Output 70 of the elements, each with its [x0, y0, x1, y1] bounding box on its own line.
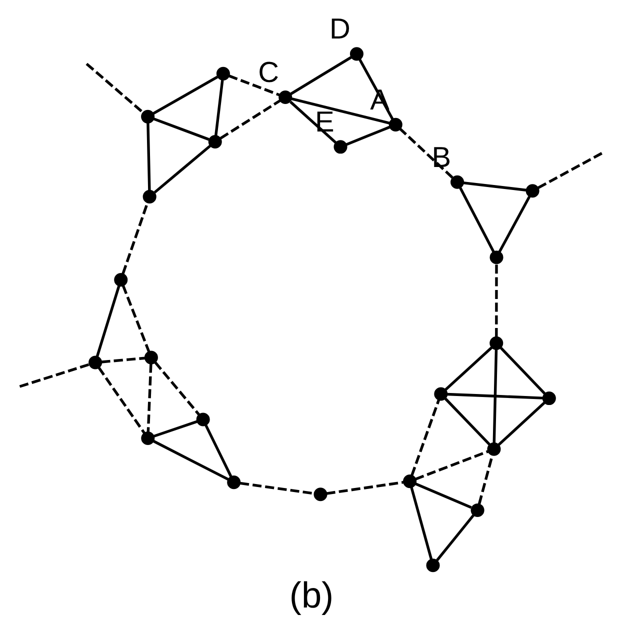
connector	[289, 100, 336, 144]
node-label: C	[258, 56, 279, 89]
connector	[152, 76, 218, 115]
node-circle	[196, 412, 210, 426]
connector	[121, 202, 148, 274]
connector	[121, 284, 150, 352]
node-circle	[142, 190, 156, 204]
node-circle	[226, 476, 240, 490]
node-circle	[525, 184, 539, 198]
connector	[290, 56, 352, 96]
node-circle	[208, 134, 222, 148]
connector	[97, 366, 145, 434]
node-circle	[144, 350, 158, 364]
connector	[444, 346, 492, 391]
connector	[462, 181, 526, 192]
connector	[146, 364, 152, 432]
node-circle	[278, 90, 292, 104]
connector	[152, 440, 228, 481]
connector	[496, 402, 545, 446]
connector	[326, 480, 404, 495]
connector	[499, 347, 546, 395]
node-circle	[140, 431, 154, 445]
node-circle	[486, 442, 500, 456]
node-circle	[489, 250, 503, 264]
node-circle	[140, 110, 154, 124]
connector	[239, 482, 314, 495]
node-circle	[434, 387, 448, 401]
connector	[154, 362, 200, 416]
connector	[414, 450, 488, 480]
connector	[152, 118, 209, 141]
connector	[85, 62, 144, 114]
node-circle	[489, 336, 503, 350]
connector	[153, 144, 211, 194]
connector	[204, 424, 232, 477]
node-circle	[426, 558, 440, 572]
node-circle	[349, 47, 363, 61]
connector	[398, 128, 453, 179]
node-circle	[88, 356, 102, 370]
connector	[152, 420, 198, 438]
connector	[537, 151, 604, 189]
node-circle	[542, 392, 556, 406]
connector	[345, 126, 390, 146]
node-circle	[313, 488, 327, 502]
connector	[100, 356, 144, 364]
connector	[95, 285, 120, 357]
connector	[446, 392, 542, 400]
caption: (b)	[288, 574, 334, 616]
connector	[410, 399, 440, 476]
connector	[458, 187, 494, 253]
connector	[436, 514, 474, 562]
connector	[214, 80, 224, 136]
connector	[494, 263, 498, 337]
connector	[146, 122, 150, 190]
connector	[498, 196, 530, 253]
node-circle	[450, 175, 464, 189]
connector	[444, 398, 490, 446]
node-circle	[470, 503, 484, 517]
node-circle	[388, 118, 402, 132]
connector	[228, 74, 280, 96]
node-circle	[333, 140, 347, 154]
node-label: D	[329, 14, 350, 46]
node-circle	[402, 474, 416, 488]
connector	[492, 349, 498, 443]
node-circle	[114, 273, 128, 287]
node-label: B	[431, 142, 451, 174]
connector	[219, 99, 280, 140]
connector	[18, 363, 89, 388]
connector	[410, 486, 432, 560]
node-circle	[216, 66, 230, 80]
connector	[414, 482, 472, 509]
